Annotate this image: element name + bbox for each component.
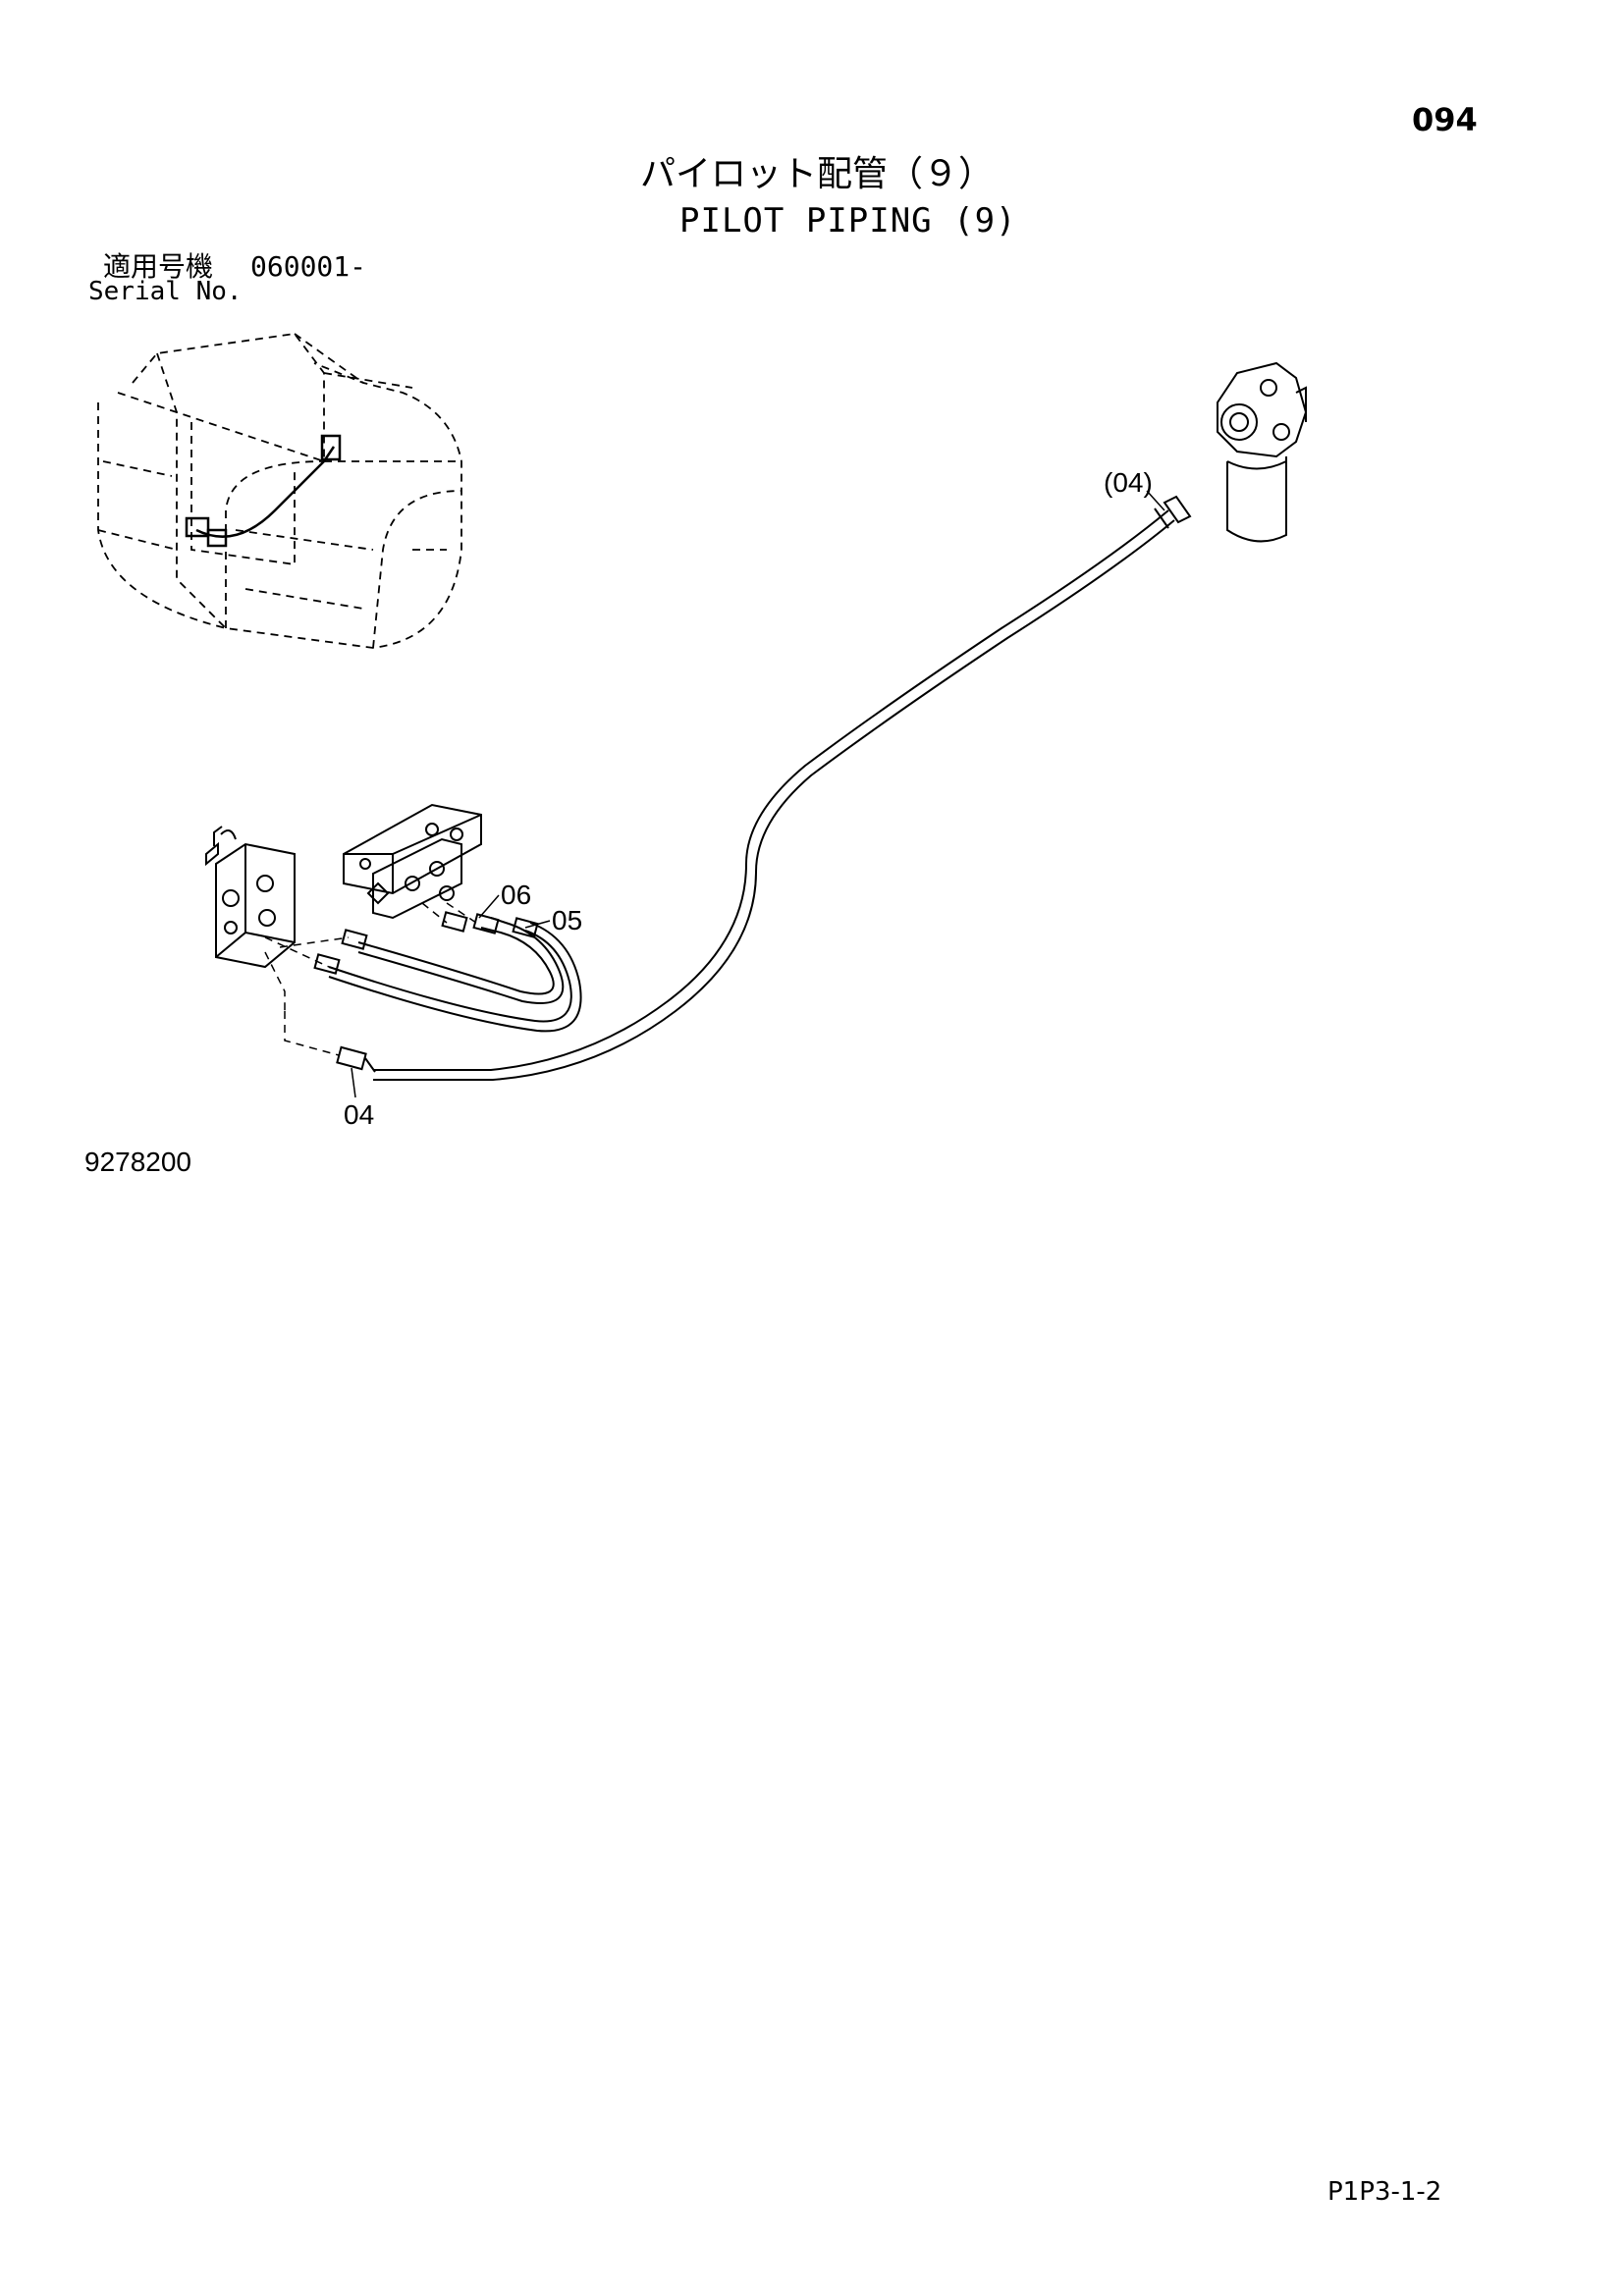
callout-05: 05 (552, 905, 583, 935)
overview-harness (185, 434, 342, 548)
serial-label-english: Serial No. (88, 277, 243, 306)
callout-04-reference: (04) (1104, 467, 1153, 498)
page-title-japanese: パイロット配管（９） (640, 154, 995, 194)
document-code: P1P3-1-2 (1327, 2177, 1442, 2207)
pilot-filter-illustration (1217, 361, 1308, 543)
machine-overview-illustration (97, 333, 462, 649)
page-number: 094 (1412, 101, 1478, 138)
long-hose (373, 495, 1192, 1081)
control-valve-illustration (205, 826, 296, 969)
short-hoses (328, 917, 582, 1033)
callout-leaders (351, 490, 1165, 1098)
drawing-number: 9278200 (84, 1147, 192, 1177)
hose-fittings (313, 911, 539, 1073)
callout-06: 06 (501, 880, 532, 910)
serial-label-japanese: 適用号機 (103, 250, 214, 283)
leader-lines (264, 902, 477, 1056)
callout-04: 04 (344, 1099, 375, 1130)
pilot-block-illustration (343, 803, 482, 920)
page-title-english: PILOT PIPING (9) (679, 201, 1017, 240)
serial-range: 060001- (250, 250, 367, 283)
